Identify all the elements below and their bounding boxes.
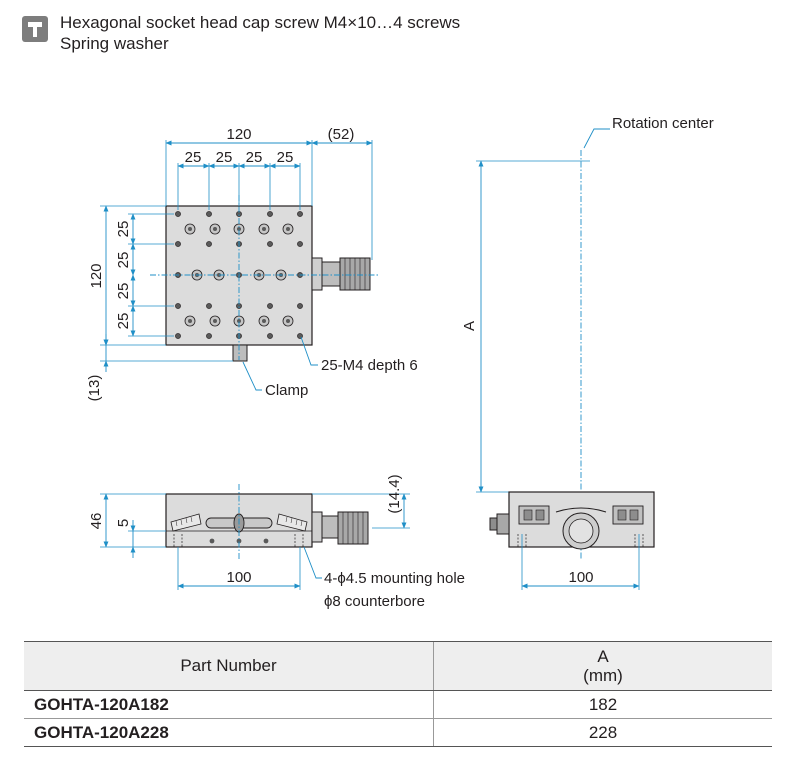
side-view: Rotation center A 100 <box>461 115 714 590</box>
top-width-dim: 120 <box>226 126 251 143</box>
micrometer-dim: (52) <box>328 126 355 143</box>
pitch-x-2: 25 <box>216 149 233 166</box>
part-number-cell: GOHTA-120A228 <box>24 718 434 747</box>
front-offset-dim: (14.4) <box>386 474 403 513</box>
screw-icon <box>22 16 48 42</box>
part-number-table: Part Number A (mm) GOHTA-120A182 182 GOH… <box>24 641 772 747</box>
technical-drawing: 120 (52) 25 25 25 25 120 25 25 25 25 (13… <box>86 115 714 610</box>
front-height-dim: 46 <box>88 513 105 530</box>
rotation-center-label: Rotation center <box>612 115 714 132</box>
clamp-label: Clamp <box>265 382 308 399</box>
clamp-offset-dim: (13) <box>86 375 103 402</box>
height-a-label: A <box>461 321 478 331</box>
pitch-y-3: 25 <box>115 283 132 300</box>
front-step-dim: 5 <box>115 519 132 527</box>
front-hole-pitch: 100 <box>226 569 251 586</box>
pitch-x-3: 25 <box>246 149 263 166</box>
pitch-y-1: 25 <box>115 221 132 238</box>
table-header-row: Part Number A (mm) <box>24 641 772 691</box>
pitch-x-4: 25 <box>277 149 294 166</box>
front-view: 46 5 (14.4) 100 4-ϕ4.5 mounting hole ϕ8 … <box>88 474 465 610</box>
dimension-a-header-unit: (mm) <box>583 666 623 685</box>
table-row: GOHTA-120A182 182 <box>24 690 772 719</box>
header-line-1: Hexagonal socket head cap screw M4×10…4 … <box>60 13 461 32</box>
part-number-header: Part Number <box>24 641 434 691</box>
dimension-a-header-label: A <box>597 647 609 666</box>
part-number-cell: GOHTA-120A182 <box>24 690 434 719</box>
dimension-a-cell: 182 <box>433 690 772 719</box>
top-view: 120 (52) 25 25 25 25 120 25 25 25 25 (13… <box>86 126 418 401</box>
top-height-dim: 120 <box>88 263 105 288</box>
dimension-a-cell: 228 <box>433 718 772 747</box>
counterbore-note: ϕ8 counterbore <box>324 593 425 610</box>
pitch-y-2: 25 <box>115 252 132 269</box>
side-hole-pitch: 100 <box>568 569 593 586</box>
dimension-a-header: A (mm) <box>433 641 772 691</box>
tap-note: 25-M4 depth 6 <box>321 357 418 374</box>
mounting-hole-note: 4-ϕ4.5 mounting hole <box>324 570 465 587</box>
pitch-x-1: 25 <box>185 149 202 166</box>
header-line-2: Spring washer <box>60 34 169 53</box>
pitch-y-4: 25 <box>115 313 132 330</box>
table-row: GOHTA-120A228 228 <box>24 718 772 747</box>
